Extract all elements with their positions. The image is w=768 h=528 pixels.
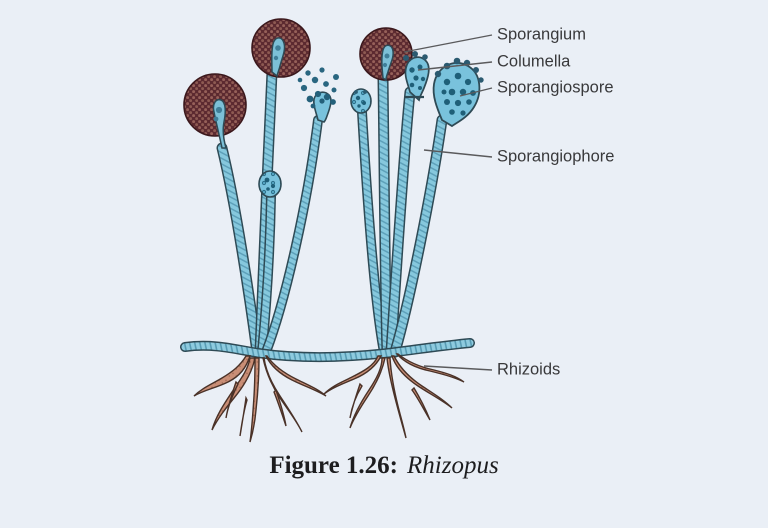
- sporangiophore-left-1: [216, 142, 263, 358]
- label-sporangiophore-text: Sporangiophore: [497, 147, 614, 165]
- leader-line-columella: [417, 61, 493, 71]
- sporangium-bursting-left: [297, 67, 339, 123]
- figure-caption-label: Figure 1.26:: [269, 452, 398, 479]
- sporangiophore-left-4: [261, 115, 323, 357]
- rhizoids-left: [193, 355, 327, 443]
- label-columella[interactable]: Columella: [417, 52, 571, 71]
- figure-caption: Figure 1.26: Rhizopus: [0, 452, 768, 480]
- leader-line-sporangiospore: [459, 87, 493, 97]
- label-sporangium-text: Sporangium: [497, 25, 586, 43]
- sporangium-sporangiospore-right: [432, 57, 484, 128]
- leader-line-sporangiophore: [423, 149, 493, 158]
- left-cluster: [183, 18, 339, 358]
- figure-caption-organism: Rhizopus: [407, 452, 499, 479]
- stolon: [180, 338, 475, 363]
- label-rhizoids-text: Rhizoids: [497, 360, 560, 378]
- sporangiophore-right-4: [389, 114, 448, 358]
- sporangium-mature-left-a: [183, 73, 247, 149]
- label-sporangiophore[interactable]: Sporangiophore: [423, 147, 614, 165]
- label-sporangiospore[interactable]: Sporangiospore: [459, 78, 614, 97]
- leader-line-rhizoids: [423, 365, 493, 371]
- sporangium-young-right: [350, 88, 372, 114]
- label-group: Sporangium Columella Sporangiospore Spor…: [403, 25, 614, 378]
- label-rhizoids[interactable]: Rhizoids: [423, 360, 560, 378]
- right-cluster: [350, 27, 484, 358]
- sporangiophore-right-2: [377, 72, 393, 358]
- label-sporangium[interactable]: Sporangium: [403, 25, 586, 53]
- sporangiophore-left-3: [257, 191, 276, 357]
- sporangium-mature-left-b: [251, 18, 311, 78]
- label-columella-text: Columella: [497, 52, 571, 70]
- columella-exposed: [403, 51, 430, 102]
- sporangiophore-right-3: [385, 86, 416, 358]
- label-sporangiospore-text: Sporangiospore: [497, 78, 614, 96]
- sporangium-mature-right: [359, 27, 413, 82]
- sporangiophore-right-1: [357, 107, 389, 357]
- rhizoids-right: [323, 353, 465, 439]
- sporangium-young-left: [258, 170, 282, 198]
- released-spores-left: [297, 67, 339, 93]
- leader-line-sporangium: [403, 34, 493, 53]
